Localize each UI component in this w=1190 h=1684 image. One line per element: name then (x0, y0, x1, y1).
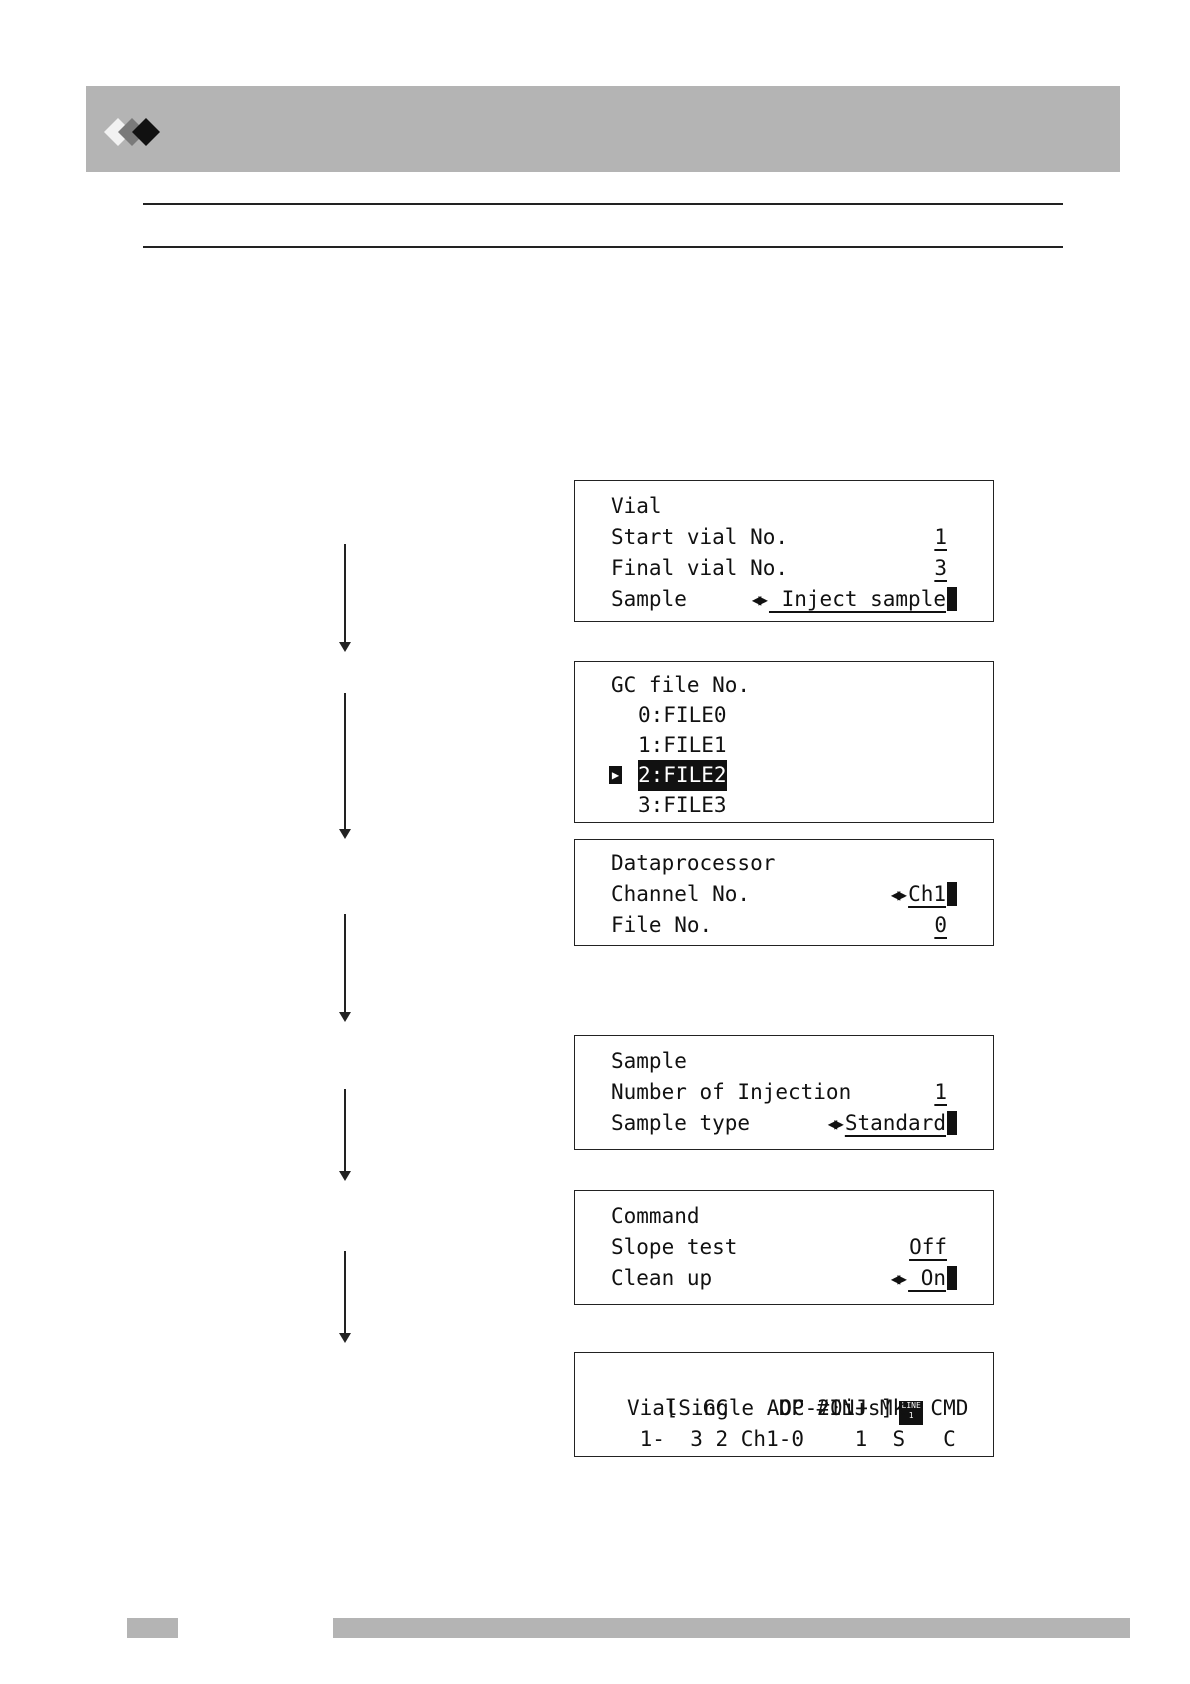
cursor-block (947, 882, 957, 906)
section-rule-bottom (143, 246, 1063, 248)
sample-type-selector[interactable]: ◀▶Standard (828, 1108, 957, 1140)
summary-title: [Single AOC-20i+s] (665, 1395, 894, 1420)
sample-type-label: Sample type (611, 1111, 751, 1135)
slope-test-label: Slope test (611, 1235, 738, 1259)
file-option[interactable]: 1:FILE1 (638, 733, 727, 757)
cursor-block (947, 1266, 957, 1290)
channel-label: Channel No. (611, 882, 751, 906)
section-rule-top (143, 203, 1063, 205)
summary-data-row: 1- 3 2 Ch1-0 1 S C (627, 1427, 956, 1451)
lcd-screen-gc-file: GC file No. 0:FILE0 1:FILE1 ▶ 2:FILE2 3:… (574, 661, 994, 823)
header-bar (86, 86, 1120, 172)
flow-arrow (339, 544, 351, 652)
file-option[interactable]: 3:FILE3 (638, 793, 727, 817)
left-right-arrows-icon: ◀▶ (827, 1114, 844, 1133)
left-right-arrows-icon: ◀▶ (890, 1269, 907, 1288)
flow-arrow (339, 914, 351, 1022)
flow-arrow (339, 1089, 351, 1181)
start-vial-label: Start vial No. (611, 525, 789, 549)
footer-page-block (127, 1618, 178, 1638)
screen-title: Sample (611, 1049, 687, 1073)
sample-label: Sample (611, 587, 687, 611)
final-vial-label: Final vial No. (611, 556, 789, 580)
flow-arrow (339, 693, 351, 839)
start-vial-field[interactable]: 1 (934, 525, 947, 549)
injection-field[interactable]: 1 (934, 1080, 947, 1104)
screen-title: Dataprocessor (611, 851, 776, 875)
screen-title: GC file No. (611, 673, 751, 697)
lcd-screen-dataprocessor: Dataprocessor Channel No. ◀▶Ch1 File No.… (574, 839, 994, 946)
file-option-selected[interactable]: 2:FILE2 (638, 760, 727, 791)
file-option[interactable]: 0:FILE0 (638, 703, 727, 727)
screen-title: Vial (611, 494, 662, 518)
selection-pointer-icon: ▶ (609, 766, 622, 784)
screen-title: Command (611, 1204, 700, 1228)
footer-bar (333, 1618, 1130, 1638)
summary-header-row: Vial GC DP #INJ Mk CMD (627, 1396, 969, 1420)
lcd-screen-vial: Vial Start vial No. 1 Final vial No. 3 S… (574, 480, 994, 622)
left-right-arrows-icon: ◀▶ (751, 590, 768, 609)
file-no-label: File No. (611, 913, 713, 937)
diamond-logo-icon (104, 118, 160, 146)
lcd-screen-sample: Sample Number of Injection 1 Sample type… (574, 1035, 994, 1150)
flow-arrow (339, 1251, 351, 1343)
file-no-field[interactable]: 0 (934, 913, 947, 937)
injection-label: Number of Injection (611, 1080, 852, 1104)
final-vial-field[interactable]: 3 (934, 556, 947, 580)
cursor-block (947, 1111, 957, 1135)
sample-selector[interactable]: ◀▶ Inject sample (752, 584, 957, 616)
clean-up-selector[interactable]: ◀▶ On (891, 1263, 957, 1295)
lcd-screen-command: Command Slope test Off Clean up ◀▶ On (574, 1190, 994, 1305)
left-right-arrows-icon: ◀▶ (890, 885, 907, 904)
clean-up-label: Clean up (611, 1266, 713, 1290)
cursor-block (947, 587, 957, 611)
slope-test-field[interactable]: Off (909, 1235, 947, 1259)
channel-selector[interactable]: ◀▶Ch1 (891, 879, 957, 911)
